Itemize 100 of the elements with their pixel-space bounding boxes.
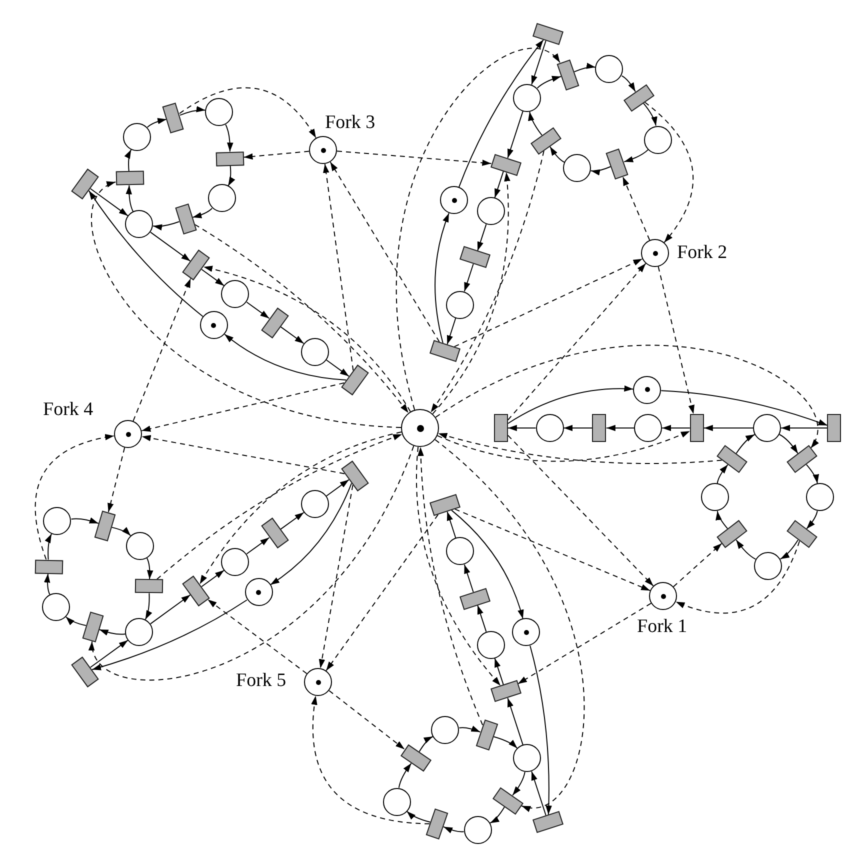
transition	[162, 102, 184, 134]
dashed-arrow	[507, 434, 654, 586]
arrow	[703, 424, 754, 432]
arrow	[144, 592, 152, 620]
arrow	[490, 806, 506, 824]
place	[42, 592, 70, 621]
place	[536, 414, 564, 442]
dashed-arrow	[454, 258, 643, 348]
dashed-arrow	[336, 150, 492, 166]
arrow	[806, 510, 818, 530]
dashed-arrow	[454, 508, 651, 592]
place	[126, 532, 154, 560]
place	[753, 414, 782, 442]
dashed-arrow	[318, 484, 354, 669]
transition	[216, 151, 244, 166]
arrow	[458, 726, 481, 732]
arrow	[434, 212, 450, 344]
arrow	[201, 570, 225, 588]
arrow	[280, 326, 304, 344]
arrow	[477, 224, 487, 252]
arrow	[507, 424, 536, 432]
arrow	[280, 512, 304, 530]
transition	[690, 414, 704, 442]
place	[43, 507, 72, 536]
dashed-arrow	[436, 430, 690, 462]
arrow	[642, 102, 658, 126]
transition	[490, 154, 522, 176]
transition	[115, 170, 144, 186]
place	[513, 84, 542, 112]
arrow	[536, 76, 562, 89]
place	[446, 290, 474, 319]
place-label: Fork 5	[236, 670, 286, 692]
arrow	[201, 268, 225, 286]
arrow	[780, 424, 828, 432]
arrow	[65, 616, 86, 626]
dashed-arrow	[141, 435, 345, 474]
marked-place	[440, 186, 468, 214]
marked-place	[304, 668, 332, 696]
arrow	[779, 434, 798, 454]
arrow	[531, 40, 546, 86]
arrow	[507, 386, 634, 424]
arrow	[150, 232, 191, 262]
place-label: Fork 2	[677, 242, 728, 264]
dashed-arrow	[672, 542, 722, 588]
dashed-arrow	[207, 599, 308, 674]
transition	[426, 808, 448, 840]
marked-place	[641, 239, 669, 267]
dashed-arrow	[141, 382, 345, 432]
arrow	[660, 390, 828, 426]
transition	[476, 719, 498, 750]
arrow	[406, 810, 431, 823]
arrow	[44, 533, 52, 560]
arrow	[458, 39, 544, 188]
arrow	[92, 600, 248, 670]
arrow	[716, 464, 728, 484]
dashed-arrow	[675, 540, 800, 614]
arrow	[446, 318, 456, 345]
arrow	[446, 511, 456, 538]
place-label: Fork 3	[325, 112, 376, 134]
place	[634, 414, 662, 442]
marked-place	[512, 618, 540, 646]
dashed-arrow	[312, 695, 430, 824]
arrow	[246, 302, 270, 319]
marked-place	[200, 311, 228, 340]
dashed-arrow	[108, 447, 126, 513]
arrow	[326, 360, 350, 377]
arrow	[507, 110, 524, 158]
place	[301, 338, 330, 366]
transition	[134, 579, 164, 594]
dashed-arrow	[416, 446, 501, 686]
arrow	[224, 334, 347, 380]
arrow	[90, 188, 128, 216]
arrow	[418, 736, 434, 752]
place	[806, 483, 834, 512]
arrow	[736, 539, 756, 560]
dashed-arrow	[156, 434, 403, 580]
place-label: Fork 4	[43, 399, 94, 421]
dashed-arrow	[432, 172, 510, 414]
arrow	[152, 221, 180, 230]
arrow	[494, 658, 504, 686]
arrow	[621, 75, 636, 92]
arrow	[111, 526, 132, 536]
dashed-arrow	[435, 344, 818, 449]
arrow	[228, 165, 235, 186]
arrow	[146, 558, 154, 580]
arrow	[326, 479, 350, 496]
arrow	[398, 762, 412, 788]
transition	[82, 612, 104, 642]
dashed-arrow	[199, 432, 402, 585]
dashed-arrow	[91, 182, 402, 428]
dashed-arrow	[330, 162, 440, 342]
arrow	[716, 510, 728, 530]
dashed-arrow	[243, 150, 310, 160]
transition	[34, 559, 63, 574]
arrow	[806, 464, 819, 484]
marked-place	[633, 376, 662, 404]
place	[644, 126, 672, 154]
transition	[430, 494, 460, 516]
arrow	[146, 118, 168, 128]
arrow	[507, 698, 524, 746]
